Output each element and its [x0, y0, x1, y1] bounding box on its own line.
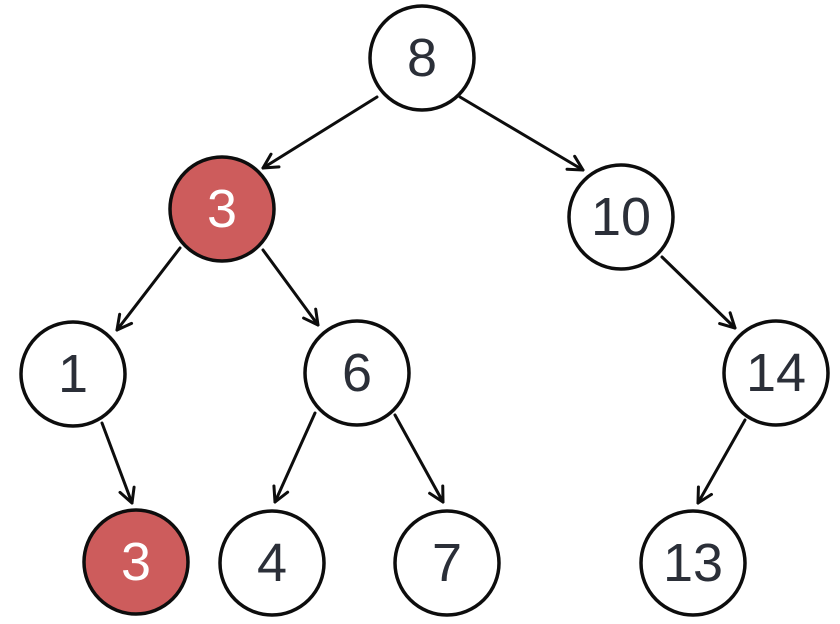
- tree-node-circle: [567, 163, 675, 271]
- tree-node-value: 10: [591, 187, 651, 247]
- edge-root-8-to-node-10: [458, 95, 585, 172]
- edge-node-3-to-node-6: [261, 248, 320, 327]
- tree-node-value: 4: [257, 533, 287, 593]
- tree-node-node-1: 1: [19, 320, 127, 428]
- edge-node-6-to-leaf-4: [272, 411, 317, 504]
- tree-node-circle: [639, 509, 747, 617]
- tree-node-circle: [303, 319, 411, 427]
- tree-node-node-6: 6: [303, 319, 411, 427]
- arrowhead-icon: [565, 154, 585, 172]
- tree-node-node-14: 14: [722, 319, 830, 427]
- edge-node-14-to-leaf-13: [696, 418, 747, 505]
- tree-node-leaf-4: 4: [218, 509, 326, 617]
- tree-node-value: 1: [58, 344, 88, 404]
- tree-node-leaf-13: 13: [639, 509, 747, 617]
- edge-root-8-to-node-3: [261, 95, 379, 170]
- arrowhead-icon: [261, 152, 281, 170]
- arrowhead-icon: [118, 485, 136, 505]
- tree-node-leaf-3: 3: [82, 508, 190, 616]
- tree-node-value: 8: [407, 28, 437, 88]
- arrowhead-icon: [302, 307, 320, 327]
- tree-node-value: 3: [207, 179, 237, 239]
- tree-node-circle: [722, 319, 830, 427]
- edge-node-3-to-node-1: [115, 246, 182, 332]
- arrowhead-icon: [115, 312, 134, 332]
- arrowhead-icon: [696, 485, 713, 505]
- tree-node-value: 3: [121, 532, 151, 592]
- tree-node-value: 7: [432, 533, 462, 593]
- arrowhead-icon: [428, 484, 445, 504]
- tree-node-node-10: 10: [567, 163, 675, 271]
- tree-node-circle: [19, 320, 127, 428]
- arrowhead-icon: [272, 484, 290, 504]
- tree-node-circle: [368, 4, 476, 112]
- edge-node-10-to-node-14: [660, 255, 737, 330]
- tree-node-circle: [393, 509, 501, 617]
- tree-node-value: 13: [663, 533, 723, 593]
- arrowhead-icon: [718, 311, 737, 330]
- edge-node-6-to-leaf-7: [393, 413, 445, 504]
- tree-node-root-8: 8: [368, 4, 476, 112]
- tree-node-leaf-7: 7: [393, 509, 501, 617]
- edge-node-1-to-leaf-3: [100, 421, 136, 505]
- tree-node-node-3: 3: [168, 155, 276, 263]
- tree-node-circle: [82, 508, 190, 616]
- tree-node-value: 6: [342, 343, 372, 403]
- tree-node-value: 14: [746, 343, 806, 403]
- tree-node-circle: [218, 509, 326, 617]
- tree-node-circle: [168, 155, 276, 263]
